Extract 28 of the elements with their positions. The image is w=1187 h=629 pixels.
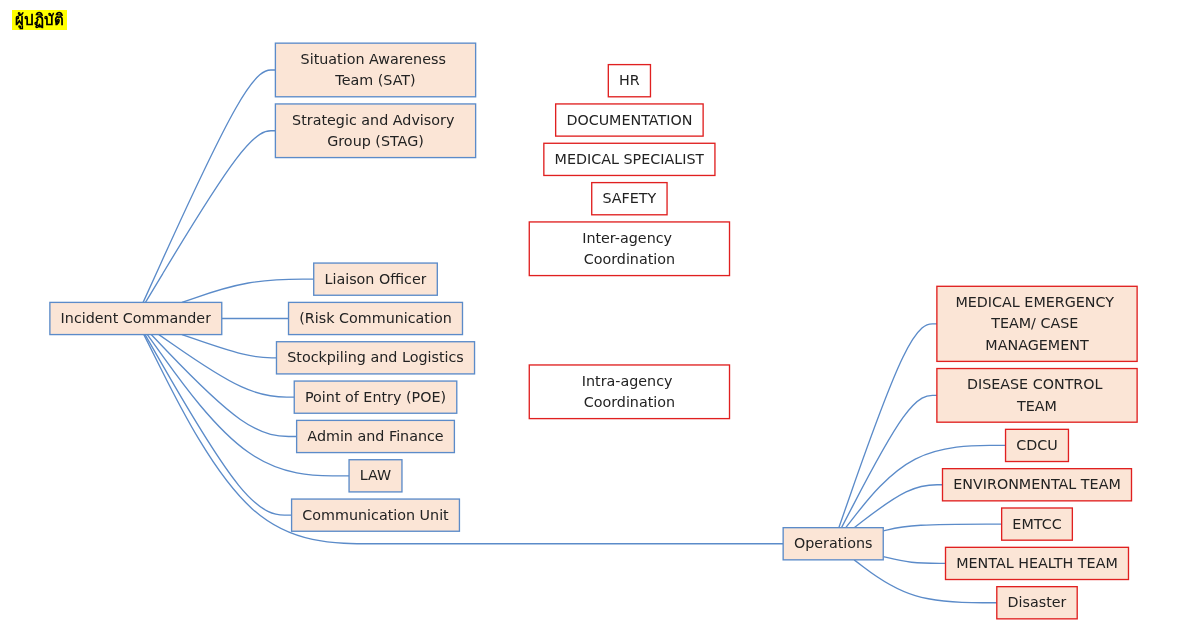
role-box: Stockpiling and Logistics [275,341,476,375]
role-box: Intra-agency Coordination [528,364,731,420]
role-box: Liaison Officer [313,262,438,296]
connector-line [146,333,350,477]
role-box: Point of Entry (POE) [293,380,458,414]
role-box: ENVIRONMENTAL TEAM [941,468,1133,502]
section-label: ผู้ปฏิบัติ [12,10,67,30]
role-box: SAFETY [591,181,668,216]
role-box: Incident Commander [49,301,223,336]
role-box: Strategic and Advisory Group (STAG) [274,103,477,159]
role-box: HR [607,63,652,98]
role-box: Operations [782,527,884,561]
role-box: LAW [348,459,403,493]
role-box: DISEASE CONTROL TEAM [936,367,1138,423]
role-box: EMTCC [1001,507,1073,541]
role-box: MENTAL HEALTH TEAM [944,546,1130,581]
role-box: DOCUMENTATION [555,103,704,137]
connector-line [143,333,784,545]
role-box: Inter-agency Coordination [528,221,731,277]
role-box: Situation Awareness Team (SAT) [274,42,477,98]
role-box: Disaster [996,586,1078,620]
role-box: MEDICAL EMERGENCY TEAM/ CASE MANAGEMENT [936,285,1138,363]
role-box: (Risk Communication [287,301,464,336]
role-box: CDCU [1004,428,1070,463]
role-box: Communication Unit [290,498,461,532]
role-box: MEDICAL SPECIALIST [543,142,716,177]
role-box: Admin and Finance [295,419,456,454]
connector-line [158,333,295,398]
